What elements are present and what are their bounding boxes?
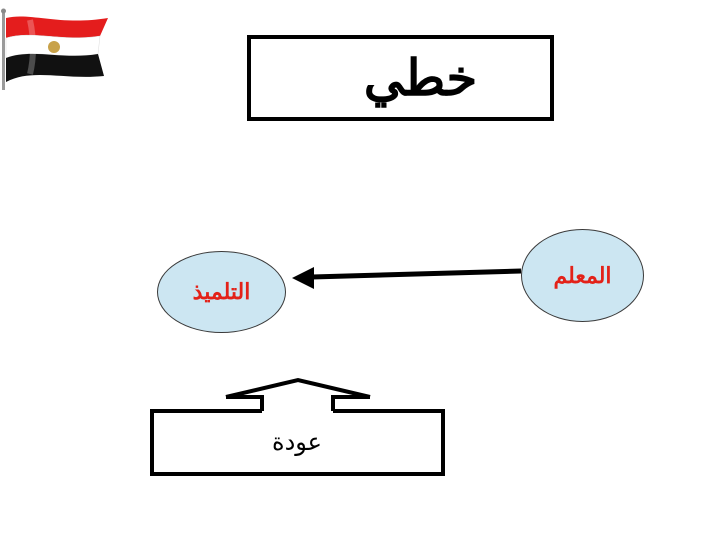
teacher-to-student-arrow [311,268,522,280]
egypt-flag-icon [1,8,108,90]
teacher-node: المعلم [521,229,644,322]
student-label: التلميذ [192,279,251,305]
feedback-arrow-head [225,377,371,399]
title-box: خطي [247,35,554,121]
diagram-title: خطي [363,48,478,107]
feedback-label: عودة [272,428,322,456]
feedback-arrow-left [226,395,264,411]
arrowhead [292,267,314,289]
student-node: التلميذ [157,251,286,333]
teacher-label: المعلم [553,262,612,289]
feedback-arrow-right [331,395,370,411]
